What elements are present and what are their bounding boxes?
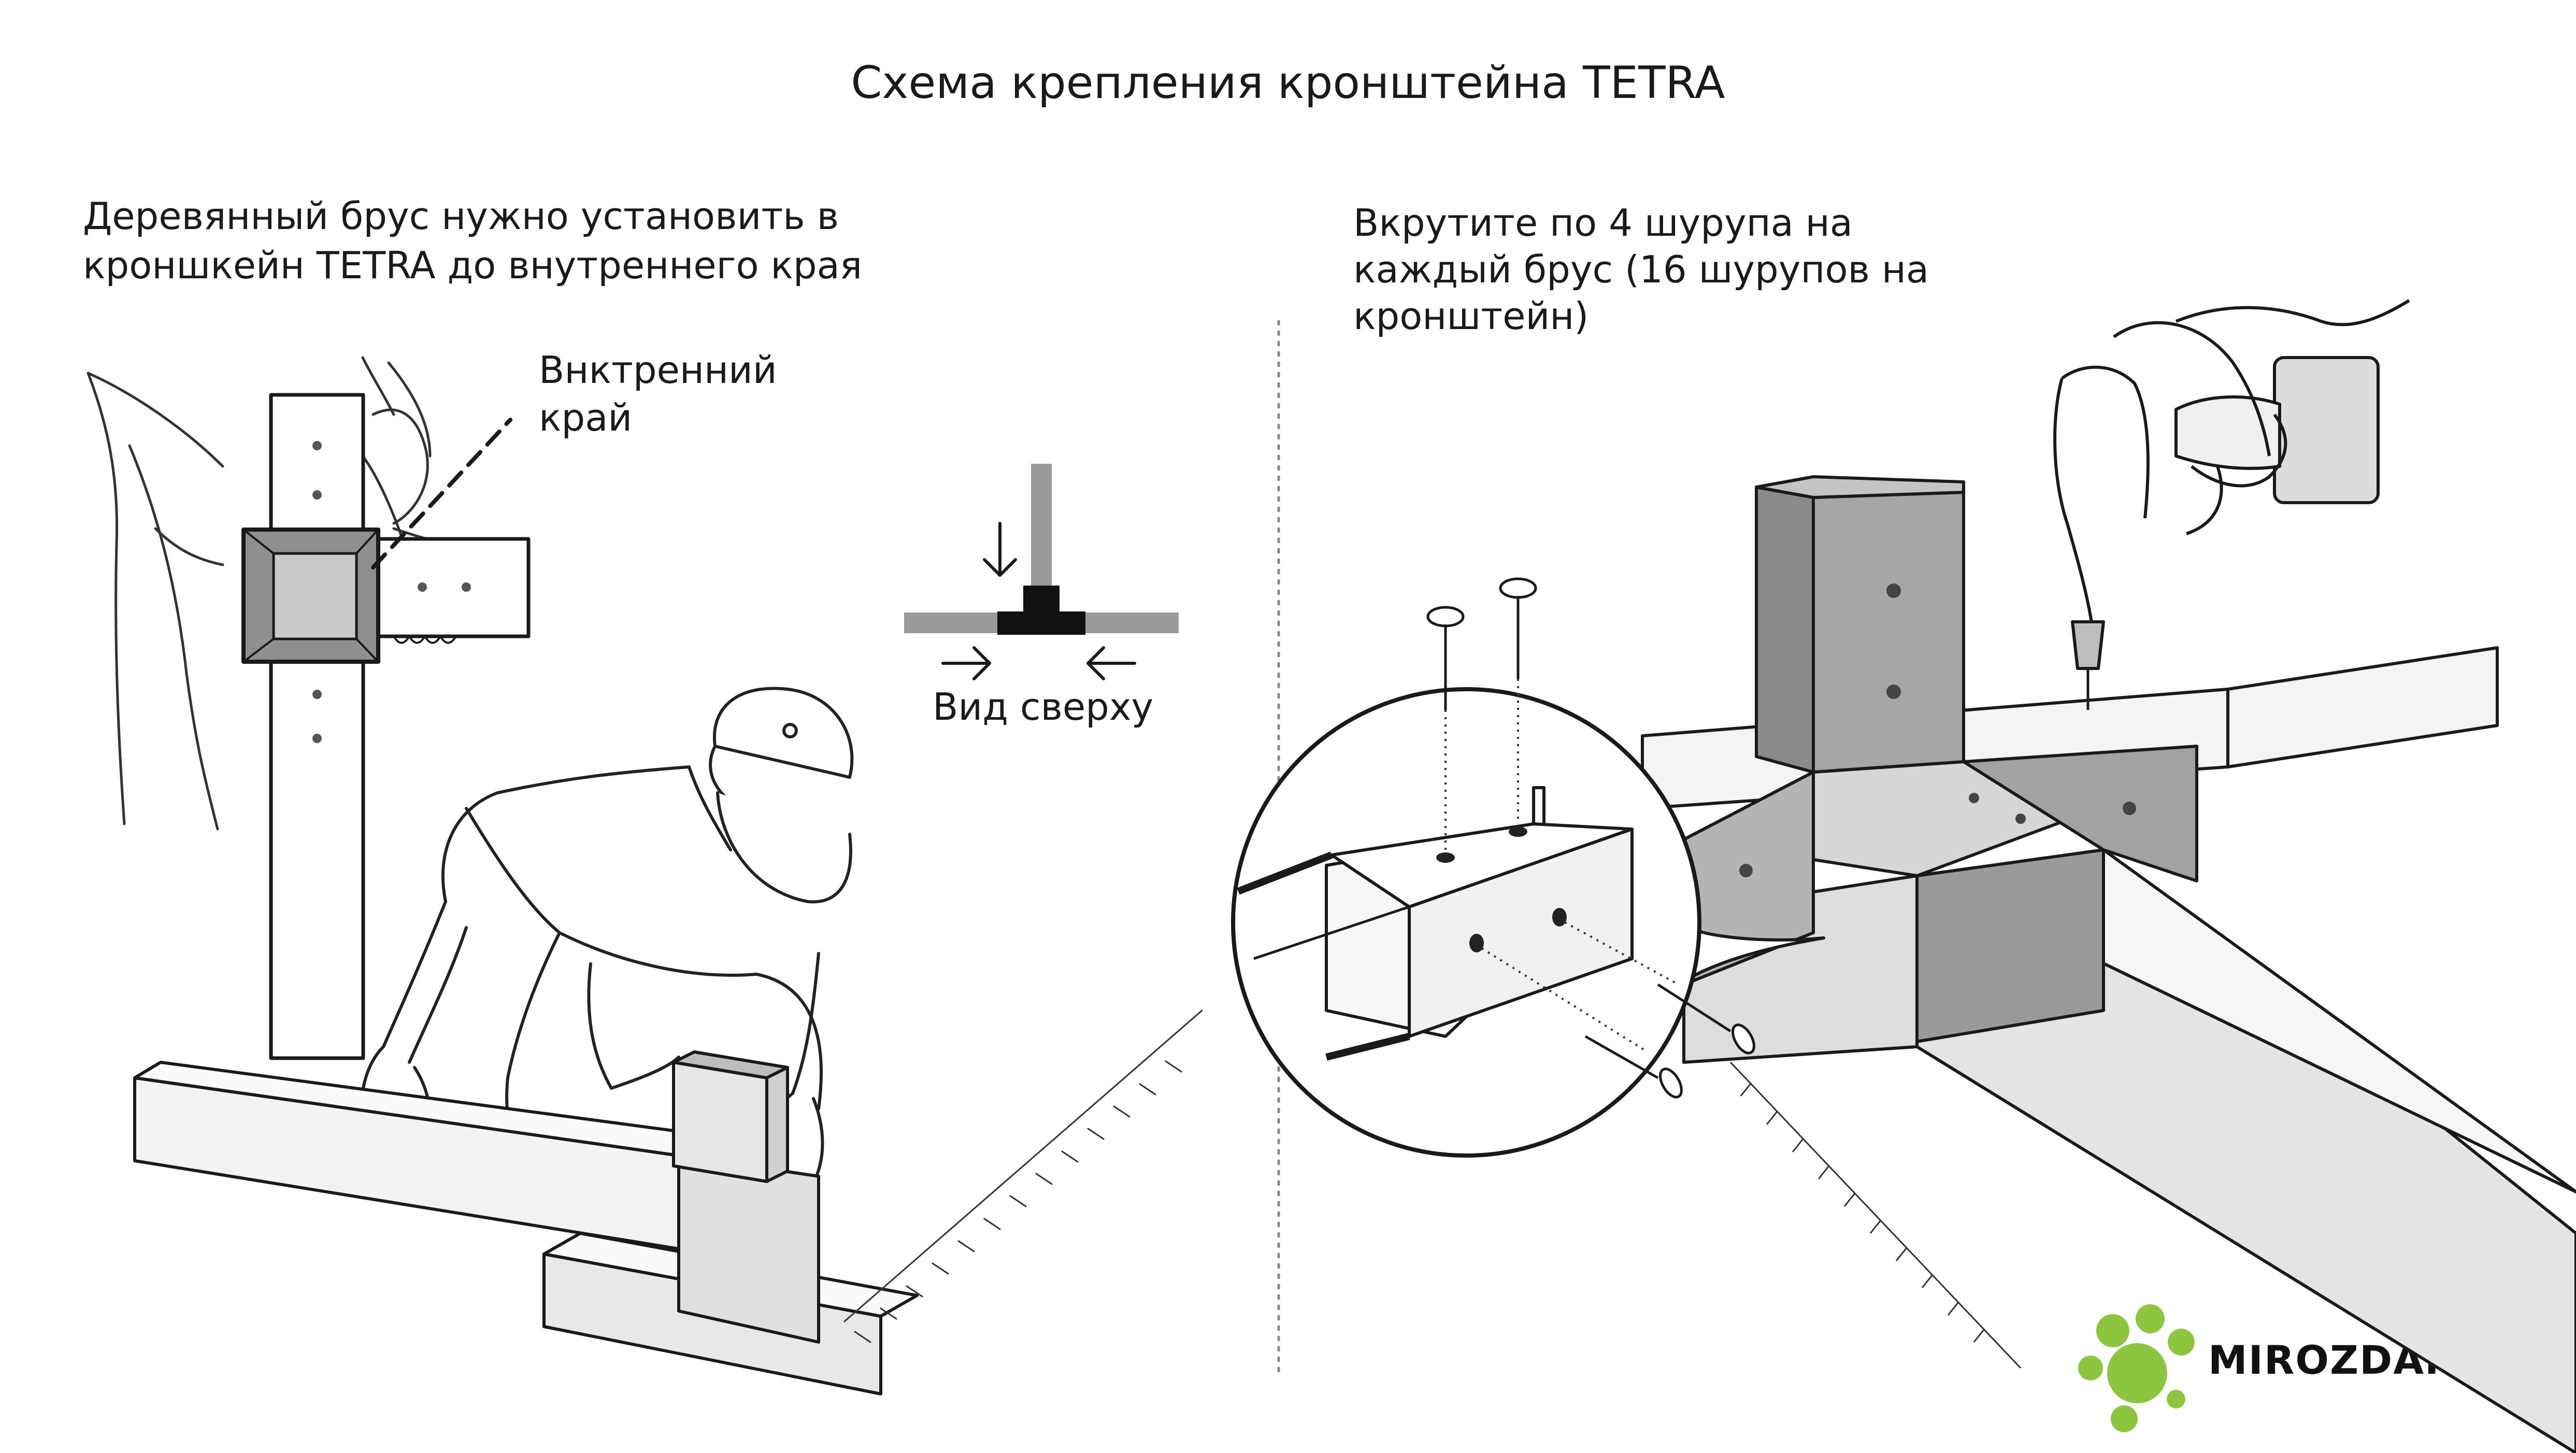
leaf-blob-logo-icon [2078,1304,2195,1432]
left-illustration [87,356,1203,1395]
drill-icon [2053,299,2410,710]
top-view-vertical-beam [1031,464,1052,593]
screw-icon [1426,577,1755,1099]
right-illustration [1231,299,2576,1453]
arrow-right-icon [941,646,991,680]
top-view-schematic [904,464,1179,680]
ground-hatching-right [1729,1061,2022,1369]
top-view-label: Вид сверху [933,685,1154,729]
tetra-bracket-front-view [241,393,531,1060]
diagram-title: Схема крепления кронштейна TETRA [851,57,1725,109]
tetra-bracket-3d [1682,475,2198,1043]
arrow-left-icon [1086,646,1136,680]
wooden-beam-assembly [133,1050,919,1395]
top-view-bracket [997,611,1085,635]
inner-edge-callout-line [371,418,512,569]
ground-hatching [843,1009,1203,1343]
worker-kneeling-figure [359,687,854,1210]
step2-instruction: Вкрутите по 4 шурупа на каждый брус (16 … [1353,201,1929,338]
step1-instruction: Деревянный брус нужно установить в кронш… [83,194,863,287]
detail-magnifier [1231,577,1825,1158]
arrow-down-icon [983,522,1017,577]
inner-edge-callout-label: Внктренний край [539,348,777,439]
